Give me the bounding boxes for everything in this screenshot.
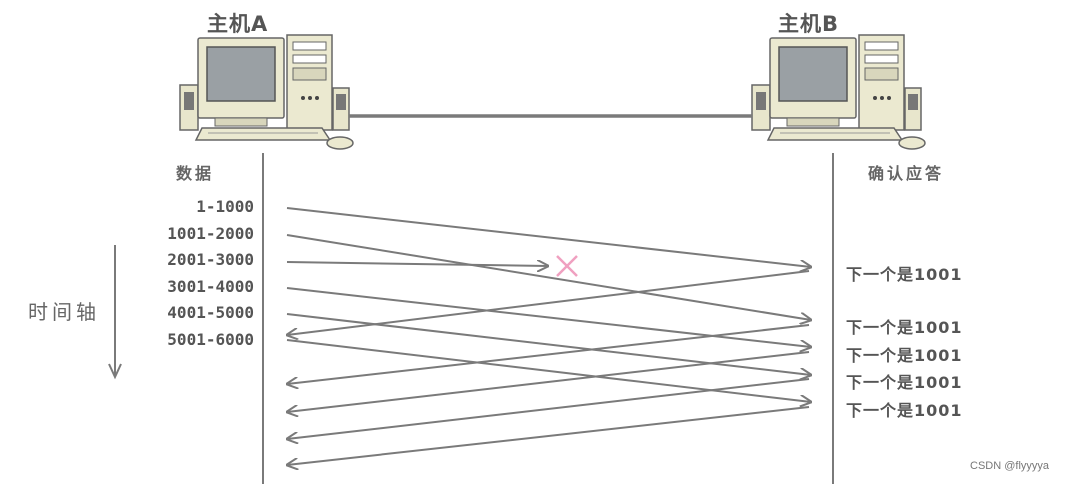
data-column-label: 数据 [176, 164, 215, 183]
time-axis-label: 时间轴 [28, 300, 100, 324]
ack-label: 下一个是1001 [846, 318, 963, 337]
segment-arrow [286, 339, 811, 402]
ack-arrow [287, 351, 810, 412]
segment-label: 3001-4000 [167, 277, 254, 296]
segment-label: 4001-5000 [167, 303, 254, 322]
time-axis-arrow [108, 245, 122, 380]
ack-label: 下一个是1001 [846, 265, 963, 284]
ack-label: 下一个是1001 [846, 401, 963, 420]
ack-arrow [287, 324, 810, 384]
packet-lost-icon [556, 255, 578, 277]
segment-arrow [286, 234, 811, 320]
segment-arrow [286, 313, 811, 375]
segment-label: 1-1000 [196, 197, 254, 216]
segment-label: 1001-2000 [167, 224, 254, 243]
host-a-title: 主机A [207, 12, 269, 36]
ack-label: 下一个是1001 [846, 346, 963, 365]
ack-arrow [287, 406, 810, 465]
segment-label: 2001-3000 [167, 250, 254, 269]
ack-column-label: 确认应答 [868, 164, 945, 183]
watermark: CSDN @flyyyya [970, 460, 1050, 472]
segment-label: 5001-6000 [167, 330, 254, 349]
ack-arrow [287, 378, 810, 439]
ack-arrow [287, 270, 810, 335]
segment-arrow [286, 287, 811, 347]
segment-arrow [286, 207, 811, 267]
ack-label: 下一个是1001 [846, 373, 963, 392]
host-b-computer-icon [751, 34, 926, 150]
host-a-computer-icon [179, 34, 354, 150]
host-b-title: 主机B [778, 12, 840, 36]
lost-segment-arrow [286, 262, 548, 266]
